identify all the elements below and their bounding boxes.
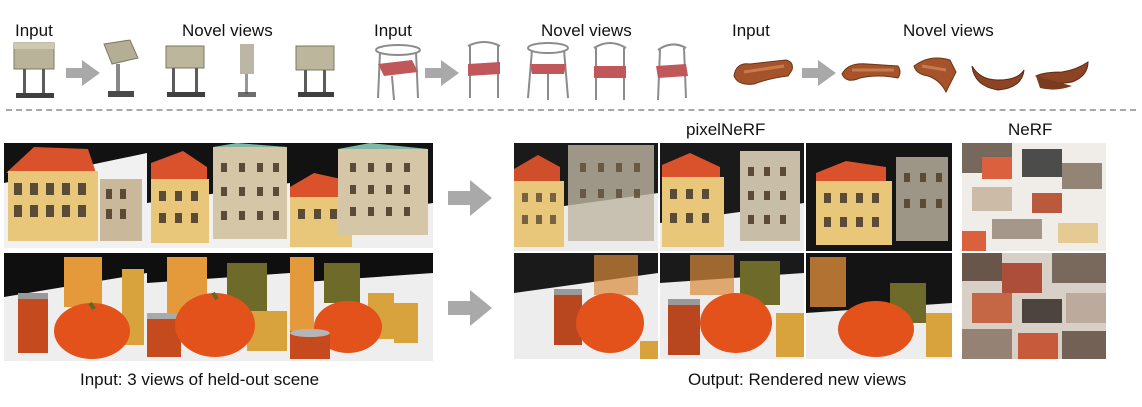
couch-novel-view-2 [913,57,957,94]
novel-views-label-cabinet: Novel views [182,21,273,40]
cabinet-novel-view-3 [238,44,256,97]
novel-views-label-couch: Novel views [903,21,994,40]
pixelnerf-building-view-2 [660,143,804,251]
input-label-chair: Input [374,21,412,40]
chair-novel-view-2 [527,42,569,100]
nerf-building-view [962,143,1106,251]
novel-views-label-chair: Novel views [541,21,632,40]
pixelnerf-building-view-1 [514,143,658,251]
chair-input-image [375,44,421,101]
nerf-label: NeRF [1008,120,1053,139]
pixelnerf-label: pixelNeRF [686,120,766,139]
building-input-view-1 [4,143,147,248]
top-arrow-cabinet [66,60,100,86]
building-input-view-3 [290,143,433,248]
chair-novel-view-4 [656,43,688,101]
cabinet-novel-view-1 [103,39,139,97]
top-arrow-couch [802,60,836,86]
bottom-arrow-building [448,180,492,216]
input-label-cabinet: Input [15,21,53,40]
nerf-pumpkin-view [962,253,1106,359]
cabinet-input-image [13,42,55,98]
couch-novel-view-1 [841,63,901,81]
pumpkin-input-view-3 [290,253,433,361]
bottom-arrow-pumpkin [448,290,492,326]
couch-input-image [733,59,793,85]
output-caption: Output: Rendered new views [688,370,907,389]
cabinet-novel-view-2 [165,45,205,97]
pumpkin-input-view-1 [4,253,147,361]
cabinet-novel-view-4 [295,45,335,97]
chair-novel-view-3 [593,42,627,100]
pumpkin-input-view-2 [147,253,290,361]
input-caption: Input: 3 views of held-out scene [80,370,320,389]
couch-novel-view-4 [1034,61,1089,90]
pixelnerf-building-view-3 [806,143,952,251]
building-input-view-2 [147,143,290,248]
top-arrow-chair [425,60,459,86]
section-divider [6,109,1136,111]
pixelnerf-pumpkin-view-2 [660,253,804,359]
couch-novel-view-3 [971,65,1025,91]
pixelnerf-pumpkin-view-3 [806,253,952,359]
pixelnerf-pumpkin-view-1 [514,253,658,359]
chair-novel-view-1 [467,41,501,98]
input-label-couch: Input [732,21,770,40]
